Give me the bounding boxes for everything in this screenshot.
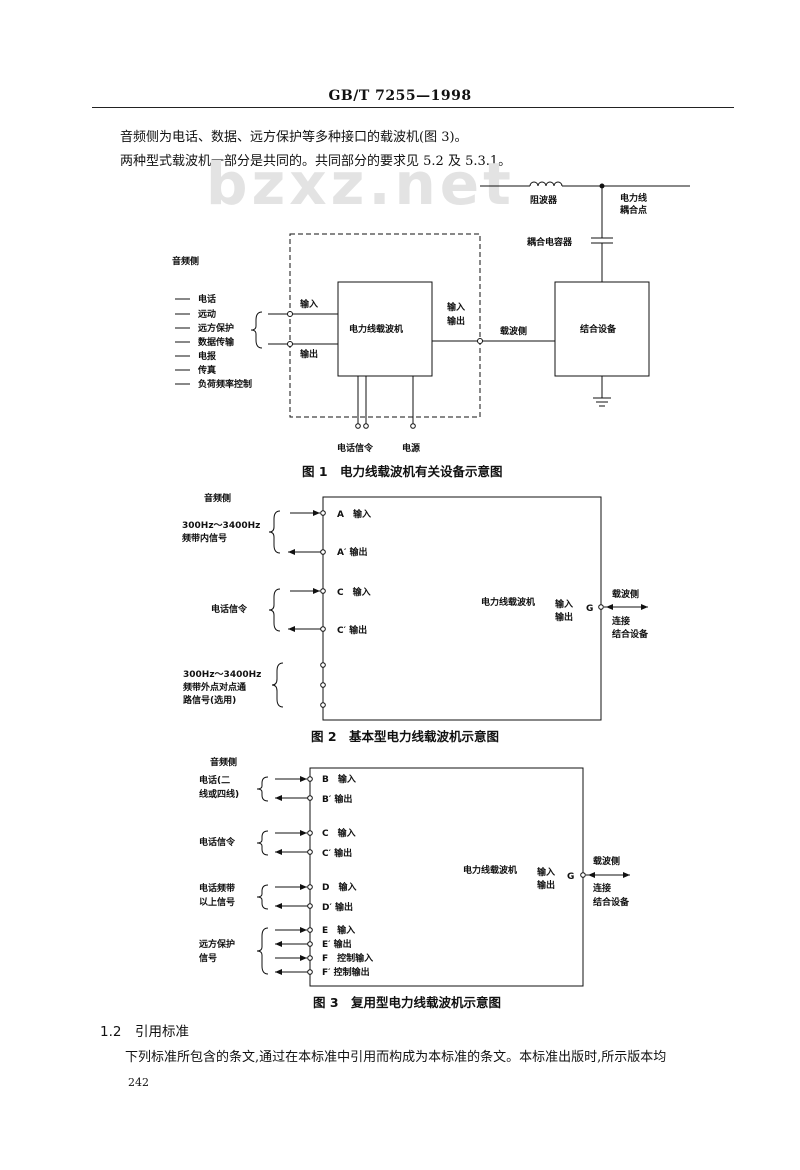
fig2-C-input: C 输入 bbox=[337, 586, 371, 598]
figure-2 bbox=[268, 496, 648, 721]
section-text: 下列标准所包含的条文,通过在本标准中引用而构成为本标准的条文。本标准出版时,所示… bbox=[125, 1050, 667, 1065]
fig3-prot-1: 远方保护 bbox=[199, 938, 235, 950]
watermark: bzxz.net bbox=[206, 150, 515, 218]
fig2-carrier-side: 载波侧 bbox=[612, 588, 639, 600]
fig2-tel-signaling: 电话信令 bbox=[211, 603, 248, 615]
fig1-plc-box bbox=[337, 281, 433, 377]
fig3-above-2: 以上信号 bbox=[199, 896, 235, 908]
fig3-G: G bbox=[567, 872, 574, 882]
intro-line-2: 两种型式载波机一部分是共同的。共同部分的要求见 5.2 及 5.3.1。 bbox=[120, 154, 512, 169]
fig3-out: 输出 bbox=[537, 879, 555, 891]
figure-1 bbox=[175, 181, 690, 429]
fig1-coupling-capacitor: 耦合电容器 bbox=[527, 236, 573, 248]
intro-line-1: 音频侧为电话、数据、远方保护等多种接口的载波机(图 3)。 bbox=[120, 130, 468, 145]
fig3-carrier-side: 载波侧 bbox=[593, 855, 620, 867]
fig2-A-input: A 输入 bbox=[337, 508, 371, 520]
fig2-plc-label: 电力线载波机 bbox=[481, 596, 535, 608]
fig2-outband-2: 频带外点对点通 bbox=[183, 681, 246, 693]
fig2-in: 输入 bbox=[555, 598, 573, 610]
section-heading: 1.2 引用标准 bbox=[100, 1024, 189, 1040]
fig3-B-input: B 输入 bbox=[322, 773, 356, 785]
fig3-F-output: F′ 控制输出 bbox=[322, 966, 370, 978]
page-number: 242 bbox=[128, 1076, 149, 1089]
fig1-service-1: 远动 bbox=[198, 309, 216, 320]
fig1-audio-side: 音频侧 bbox=[172, 255, 199, 267]
fig1-right-input: 输入 bbox=[447, 301, 465, 313]
fig3-F-input: F 控制输入 bbox=[322, 952, 373, 964]
fig2-G: G bbox=[586, 604, 593, 614]
fig1-enclosure bbox=[289, 233, 481, 418]
fig2-A-output: A′ 输出 bbox=[337, 546, 367, 558]
fig2-outband-1: 300Hz～3400Hz bbox=[183, 670, 261, 680]
fig3-E-output: E′ 输出 bbox=[322, 938, 352, 950]
fig3-connect-1: 连接 bbox=[593, 882, 611, 894]
fig3-D-output: D′ 输出 bbox=[322, 901, 353, 913]
fig2-band-signal-1: 300Hz～3400Hz bbox=[182, 521, 260, 531]
fig1-telephone-signaling: 电话信令 bbox=[337, 442, 374, 454]
fig1-input: 输入 bbox=[300, 298, 318, 310]
fig1-caption: 图 1 电力线载波机有关设备示意图 bbox=[302, 464, 503, 479]
fig1-service-2: 远方保护 bbox=[198, 322, 234, 334]
fig1-plc-label: 电力线载波机 bbox=[349, 323, 403, 335]
fig2-outband-3: 路信号(选用) bbox=[183, 694, 236, 706]
fig3-B-output: B′ 输出 bbox=[322, 793, 352, 805]
fig3-caption: 图 3 复用型电力线载波机示意图 bbox=[313, 995, 501, 1010]
fig1-line-trap: 阻波器 bbox=[530, 194, 558, 206]
fig2-band-signal-2: 频带内信号 bbox=[182, 532, 227, 544]
fig3-in: 输入 bbox=[537, 866, 555, 878]
fig3-plc-label: 电力线载波机 bbox=[463, 864, 517, 876]
fig1-right-output: 输出 bbox=[447, 315, 465, 327]
fig3-prot-2: 信号 bbox=[199, 952, 217, 964]
fig3-C-output: C′ 输出 bbox=[322, 847, 352, 859]
fig1-coupling-point-2: 耦合点 bbox=[620, 204, 647, 216]
fig3-tel-signaling: 电话信令 bbox=[199, 836, 236, 848]
fig3-C-input: C 输入 bbox=[322, 827, 356, 839]
fig1-service-5: 传真 bbox=[197, 364, 216, 376]
fig2-out: 输出 bbox=[555, 611, 573, 623]
fig3-audio-side: 音频侧 bbox=[210, 756, 237, 768]
fig2-caption: 图 2 基本型电力线载波机示意图 bbox=[311, 729, 499, 744]
fig1-service-4: 电报 bbox=[198, 350, 216, 362]
fig3-E-input: E 输入 bbox=[322, 924, 355, 936]
fig3-tel-1: 电话(二 bbox=[199, 774, 230, 786]
fig2-audio-side: 音频侧 bbox=[204, 492, 231, 504]
header-rule bbox=[92, 107, 734, 108]
fig3-tel-2: 线或四线) bbox=[199, 788, 239, 800]
fig1-coupling-device: 结合设备 bbox=[580, 323, 617, 335]
fig1-service-3: 数据传输 bbox=[198, 336, 235, 348]
fig3-D-input: D 输入 bbox=[322, 881, 356, 893]
fig1-power-supply: 电源 bbox=[402, 442, 420, 454]
fig2-connect-1: 连接 bbox=[612, 615, 630, 627]
standard-number: GB/T 7255—1998 bbox=[328, 88, 472, 104]
fig2-connect-2: 结合设备 bbox=[612, 628, 649, 640]
fig1-service-0: 电话 bbox=[198, 293, 216, 305]
fig1-carrier-side: 载波侧 bbox=[500, 325, 527, 337]
fig2-C-output: C′ 输出 bbox=[337, 624, 367, 636]
fig3-connect-2: 结合设备 bbox=[593, 896, 630, 908]
fig1-service-6: 负荷频率控制 bbox=[198, 378, 252, 390]
fig1-coupling-point-1: 电力线 bbox=[620, 192, 647, 204]
figure-3 bbox=[256, 767, 630, 987]
fig3-above-1: 电话频带 bbox=[199, 882, 235, 894]
fig1-output: 输出 bbox=[300, 348, 318, 360]
